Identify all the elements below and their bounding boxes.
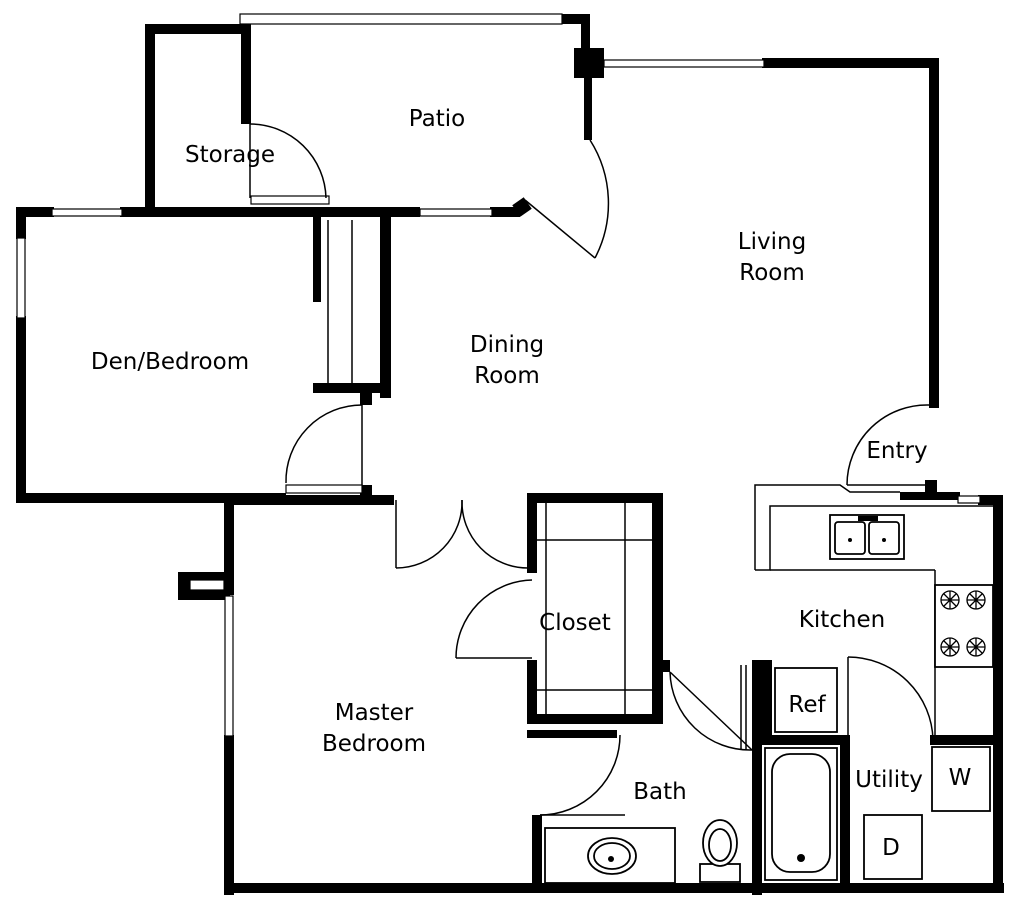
closet-wall-right: [652, 493, 663, 724]
patio-post: [574, 48, 604, 78]
master-door-right-swing: [461, 499, 529, 569]
ref-wall-right: [840, 745, 850, 890]
den-window-top: [51, 208, 123, 217]
label-master-1: Master: [335, 700, 414, 726]
storage-door-swing: [249, 123, 327, 199]
living-window-top: [603, 59, 765, 68]
bath-door-swing: [539, 734, 621, 816]
dining-wall-top-right: [490, 207, 520, 217]
label-kitchen: Kitchen: [799, 607, 885, 633]
washer: [931, 746, 991, 812]
label-dining-1: Dining: [470, 332, 544, 358]
entry-door-swing: [846, 404, 931, 486]
dining-window-top: [419, 208, 493, 217]
master-door-left-swing: [395, 499, 463, 569]
living-wall-right: [929, 58, 939, 408]
patio-wall-right: [581, 14, 590, 50]
patio-wall-right-lower: [584, 78, 592, 140]
den-door-swing: [285, 404, 363, 484]
storage-bottom-ledge: [250, 195, 330, 205]
bath-hall-door: [669, 671, 753, 751]
master-bump-inner: [189, 579, 225, 591]
label-washer: W: [949, 765, 972, 791]
den-wall-left: [16, 207, 26, 239]
storage-wall-top: [145, 24, 251, 34]
bath-wall-left: [532, 815, 542, 887]
den-closet-wall-left: [313, 212, 321, 302]
stove: [934, 584, 994, 668]
den-wall-bottom: [16, 493, 286, 503]
label-dryer: D: [882, 835, 900, 861]
kitchen-window-top: [957, 495, 981, 504]
label-dining-2: Room: [474, 363, 540, 389]
label-bath: Bath: [633, 779, 686, 805]
master-wall-top-stub: [360, 485, 372, 505]
kitchen-sink: [829, 514, 905, 560]
label-living-2: Room: [739, 260, 805, 286]
room-labels: Patio Storage Living Room Den/Bedroom Di…: [91, 106, 971, 861]
den-closet-wall-right: [380, 212, 391, 398]
kitchen-wall-right: [993, 495, 1003, 893]
label-storage: Storage: [185, 142, 275, 168]
living-wall-top: [762, 58, 939, 68]
closet-wall-left-top: [527, 493, 537, 573]
ref-wall-bottom: [762, 735, 850, 745]
den-threshold: [285, 484, 363, 494]
utility-wall-top: [930, 735, 1000, 745]
closet-wall-bottom: [527, 714, 663, 724]
entry-post: [925, 480, 937, 500]
refrigerator: [774, 667, 838, 733]
walls: [16, 14, 1004, 895]
master-wall-left: [224, 495, 234, 595]
storage-wall-left: [145, 24, 155, 212]
den-wall-left-lower: [16, 316, 26, 503]
bath-wall-right: [752, 660, 762, 895]
bath-wall-top: [527, 730, 617, 738]
den-window-left: [16, 237, 26, 319]
closet-wall-top: [527, 493, 663, 503]
master-wall-top: [224, 495, 394, 505]
label-refrigerator: Ref: [788, 692, 826, 718]
patio-wall-right-top: [560, 14, 590, 24]
label-den: Den/Bedroom: [91, 349, 249, 375]
bath-hall-door-swing: [669, 671, 753, 751]
master-window-left: [224, 595, 234, 737]
closet-door-swing: [455, 579, 533, 659]
toilet: [699, 819, 741, 883]
label-entry: Entry: [866, 438, 927, 464]
den-closet-wall-bottom: [313, 383, 391, 393]
bath-stub: [660, 660, 670, 672]
doors: [249, 123, 934, 816]
utility-door-swing: [847, 656, 934, 741]
label-closet: Closet: [539, 610, 611, 636]
den-wall-top-mid: [120, 207, 420, 217]
label-living-1: Living: [738, 229, 806, 255]
windows: [16, 13, 981, 737]
storage-patio-divider: [241, 24, 251, 124]
den-wall-top-left: [16, 207, 54, 217]
bottom-wall: [224, 883, 1004, 893]
label-master-2: Bedroom: [322, 731, 426, 757]
master-wall-left-lower: [224, 735, 234, 895]
ref-wall-left: [762, 660, 772, 740]
bathtub: [764, 747, 838, 881]
kitchen-wall-top-right: [978, 495, 1003, 505]
patio-window-top: [239, 13, 563, 25]
bath-vanity: [544, 827, 676, 884]
patio-door-swing: [589, 139, 610, 259]
fixtures: [544, 514, 994, 884]
closet-wall-left-bottom: [527, 660, 537, 724]
patio-door: [524, 199, 596, 259]
label-utility: Utility: [855, 767, 923, 793]
label-patio: Patio: [409, 106, 465, 132]
dryer: [863, 814, 923, 880]
